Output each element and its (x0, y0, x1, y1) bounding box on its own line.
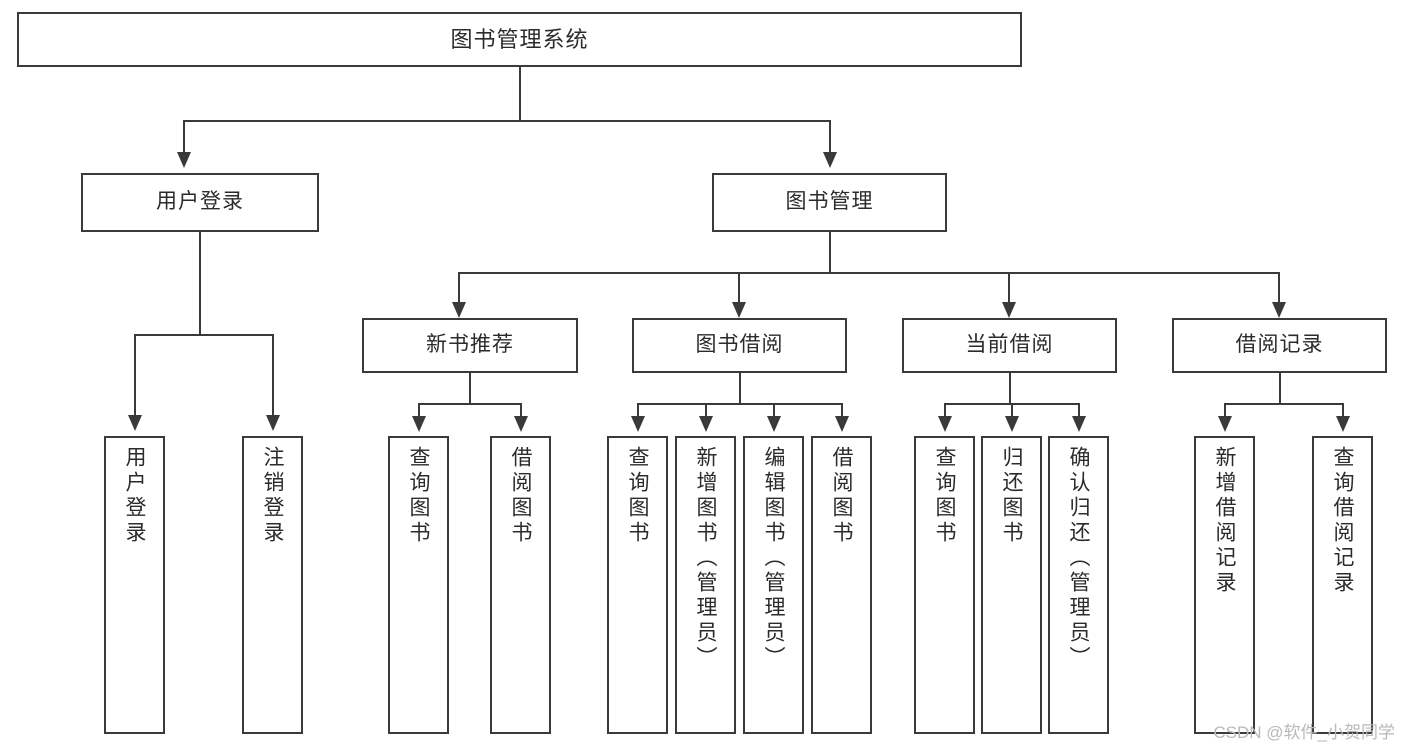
arrow-nbr-to-leaf-1 (412, 416, 426, 432)
node-leaf-cb-confirm-return-admin[interactable]: 确认归还（管理员） (1048, 436, 1109, 734)
node-book-borrow[interactable]: 图书借阅 (632, 318, 847, 373)
connector-bm-to-lvl3-3 (1008, 272, 1010, 303)
node-leaf-br-add-record[interactable]: 新增借阅记录 (1194, 436, 1255, 734)
node-label: 借阅记录 (1235, 333, 1324, 357)
node-leaf-cb-return-book[interactable]: 归还图书 (981, 436, 1042, 734)
node-book-management[interactable]: 图书管理 (712, 173, 947, 232)
connector-cb-to-leaf-2 (1011, 403, 1013, 417)
arrow-bb-to-leaf-3 (767, 416, 781, 432)
connector-nbr-stem (469, 373, 471, 405)
arrow-cb-to-leaf-2 (1005, 416, 1019, 432)
node-current-borrow[interactable]: 当前借阅 (902, 318, 1117, 373)
node-label: 编辑图书（管理员） (762, 446, 785, 671)
node-user-login[interactable]: 用户登录 (81, 173, 319, 232)
node-leaf-bb-query-book[interactable]: 查询图书 (607, 436, 668, 734)
node-label: 新增图书（管理员） (694, 446, 717, 671)
node-leaf-bb-add-book-admin[interactable]: 新增图书（管理员） (675, 436, 736, 734)
node-leaf-user-login[interactable]: 用户登录 (104, 436, 165, 734)
arrow-bm-to-lvl3-4 (1272, 302, 1286, 318)
connector-nbr-to-leaf-1 (418, 403, 420, 417)
arrow-cb-to-leaf-1 (938, 416, 952, 432)
node-root-book-management-system[interactable]: 图书管理系统 (17, 12, 1022, 67)
node-label: 查询图书 (626, 446, 649, 546)
connector-root-to-user-login (183, 120, 185, 153)
connector-cb-to-leaf-1 (944, 403, 946, 417)
node-label: 用户登录 (156, 190, 244, 214)
connector-root-bus (183, 120, 831, 122)
node-label: 新书推荐 (426, 333, 514, 357)
connector-nbr-to-leaf-2 (520, 403, 522, 417)
connector-user-login-bus (134, 334, 273, 336)
node-leaf-cb-query-book[interactable]: 查询图书 (914, 436, 975, 734)
node-new-book-recommend[interactable]: 新书推荐 (362, 318, 578, 373)
node-label: 用户登录 (123, 446, 146, 546)
node-label: 确认归还（管理员） (1067, 446, 1090, 671)
connector-bm-to-lvl3-1 (458, 272, 460, 303)
arrow-nbr-to-leaf-2 (514, 416, 528, 432)
connector-bb-stem (739, 373, 741, 405)
connector-br-to-leaf-1 (1224, 403, 1226, 417)
arrow-bb-to-leaf-1 (631, 416, 645, 432)
arrow-bm-to-lvl3-1 (452, 302, 466, 318)
connector-user-login-stem (199, 232, 201, 336)
connector-root-stem (519, 67, 521, 121)
connector-cb-to-leaf-3 (1078, 403, 1080, 417)
node-label: 查询图书 (407, 446, 430, 546)
connector-cb-stem (1009, 373, 1011, 405)
node-leaf-bb-edit-book-admin[interactable]: 编辑图书（管理员） (743, 436, 804, 734)
arrow-br-to-leaf-2 (1336, 416, 1350, 432)
arrow-bm-to-lvl3-2 (732, 302, 746, 318)
arrow-user-login-to-leaf-1 (128, 415, 142, 431)
node-label: 查询借阅记录 (1331, 446, 1354, 596)
watermark: CSDN @软件_小贺同学 (1213, 723, 1395, 742)
node-label: 注销登录 (261, 446, 284, 546)
arrow-root-to-user-login (177, 152, 191, 168)
node-label: 图书管理系统 (450, 26, 589, 52)
connector-bm-to-lvl3-4 (1278, 272, 1280, 303)
connector-book-management-stem (829, 232, 831, 274)
node-leaf-br-query-record[interactable]: 查询借阅记录 (1312, 436, 1373, 734)
connector-user-login-to-leaf-1 (134, 334, 136, 416)
arrow-bb-to-leaf-4 (835, 416, 849, 432)
arrow-root-to-book-management (823, 152, 837, 168)
node-label: 图书管理 (785, 190, 874, 214)
arrow-user-login-to-leaf-2 (266, 415, 280, 431)
arrow-bb-to-leaf-2 (699, 416, 713, 432)
connector-bb-to-leaf-1 (637, 403, 639, 417)
connector-bb-to-leaf-4 (841, 403, 843, 417)
connector-bb-to-leaf-3 (773, 403, 775, 417)
connector-br-stem (1279, 373, 1281, 405)
connector-br-to-leaf-2 (1342, 403, 1344, 417)
arrow-bm-to-lvl3-3 (1002, 302, 1016, 318)
node-label: 当前借阅 (965, 333, 1054, 357)
node-label: 归还图书 (1000, 446, 1023, 546)
connector-br-bus (1224, 403, 1343, 405)
connector-root-to-book-management (829, 120, 831, 153)
arrow-br-to-leaf-1 (1218, 416, 1232, 432)
node-label: 借阅图书 (509, 446, 532, 546)
node-label: 借阅图书 (830, 446, 853, 546)
connector-book-management-bus (458, 272, 1279, 274)
node-leaf-nbr-query-book[interactable]: 查询图书 (388, 436, 449, 734)
connector-bb-to-leaf-2 (705, 403, 707, 417)
node-leaf-logout[interactable]: 注销登录 (242, 436, 303, 734)
connector-bm-to-lvl3-2 (738, 272, 740, 303)
node-borrow-record[interactable]: 借阅记录 (1172, 318, 1387, 373)
node-leaf-nbr-borrow-book[interactable]: 借阅图书 (490, 436, 551, 734)
node-label: 图书借阅 (695, 333, 784, 357)
node-label: 新增借阅记录 (1213, 446, 1236, 596)
connector-bb-bus (637, 403, 843, 405)
connector-user-login-to-leaf-2 (272, 334, 274, 416)
arrow-cb-to-leaf-3 (1072, 416, 1086, 432)
node-label: 查询图书 (933, 446, 956, 546)
node-leaf-bb-borrow-book[interactable]: 借阅图书 (811, 436, 872, 734)
connector-nbr-bus (418, 403, 521, 405)
